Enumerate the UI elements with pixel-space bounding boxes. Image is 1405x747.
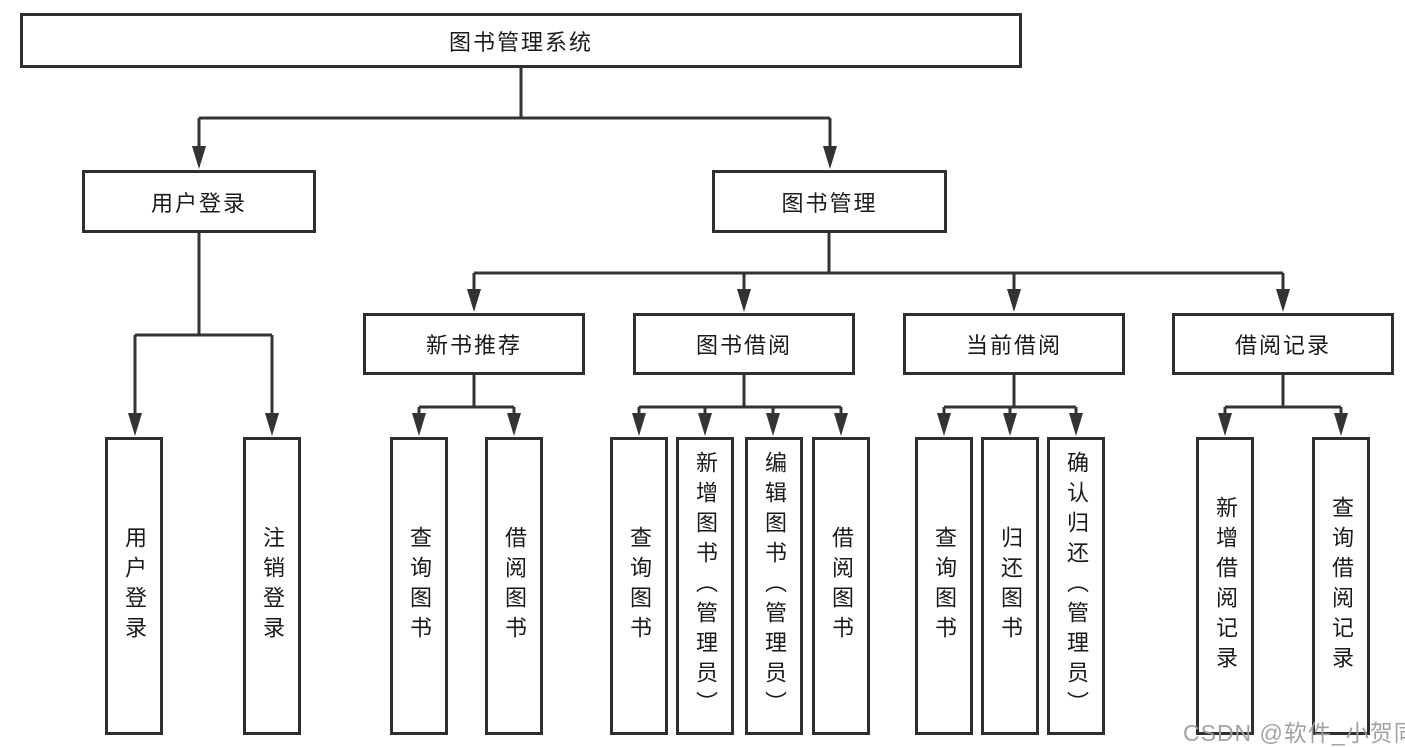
leaf-recommend-query-books-label: 查询图书 [407,526,432,646]
node-user-login-label: 用户登录 [150,190,247,216]
node-new-book-recommend: 新书推荐 [363,313,585,375]
node-current-borrow: 当前借阅 [903,313,1125,375]
leaf-current-query-books: 查询图书 [915,437,973,735]
node-book-management: 图书管理 [712,170,947,233]
node-borrow-records: 借阅记录 [1172,313,1394,375]
node-user-login: 用户登录 [82,170,316,233]
leaf-recommend-borrow-books: 借阅图书 [485,437,543,735]
leaf-edit-books-admin-label: 编辑图书（管理员） [762,451,787,721]
leaf-recommend-query-books: 查询图书 [390,437,448,735]
leaf-add-borrow-record: 新增借阅记录 [1196,437,1254,735]
leaf-user-login: 用户登录 [105,437,163,735]
node-borrow-records-label: 借阅记录 [1234,333,1331,358]
leaf-query-borrow-record: 查询借阅记录 [1312,437,1370,735]
node-book-borrow: 图书借阅 [633,313,855,375]
leaf-borrow-query-books: 查询图书 [610,437,668,735]
leaf-logout-label: 注销登录 [260,526,285,646]
leaf-add-books-admin-label: 新增图书（管理员） [693,451,718,721]
leaf-confirm-return-admin-label: 确认归还（管理员） [1064,451,1089,721]
leaf-edit-books-admin: 编辑图书（管理员） [745,437,803,735]
leaf-user-login-label: 用户登录 [122,526,147,646]
node-current-borrow-label: 当前借阅 [965,333,1062,358]
arrowheads [128,146,1348,436]
node-new-book-recommend-label: 新书推荐 [425,333,522,358]
leaf-query-borrow-record-label: 查询借阅记录 [1329,496,1354,676]
node-library-system: 图书管理系统 [20,13,1022,68]
leaf-borrow-books-label: 借阅图书 [829,526,854,646]
watermark: CSDN @软件_小贺同学 [1183,720,1405,746]
node-library-system-label: 图书管理系统 [448,29,593,55]
leaf-return-books-label: 归还图书 [998,526,1023,646]
leaf-borrow-query-books-label: 查询图书 [627,526,652,646]
leaf-current-query-books-label: 查询图书 [932,526,957,646]
node-book-borrow-label: 图书借阅 [695,333,792,358]
leaf-return-books: 归还图书 [981,437,1039,735]
node-book-management-label: 图书管理 [781,190,878,216]
leaf-borrow-books: 借阅图书 [812,437,870,735]
leaf-recommend-borrow-books-label: 借阅图书 [502,526,527,646]
leaf-confirm-return-admin: 确认归还（管理员） [1047,437,1105,735]
leaf-add-books-admin: 新增图书（管理员） [676,437,734,735]
leaf-logout: 注销登录 [243,437,301,735]
leaf-add-borrow-record-label: 新增借阅记录 [1213,496,1238,676]
